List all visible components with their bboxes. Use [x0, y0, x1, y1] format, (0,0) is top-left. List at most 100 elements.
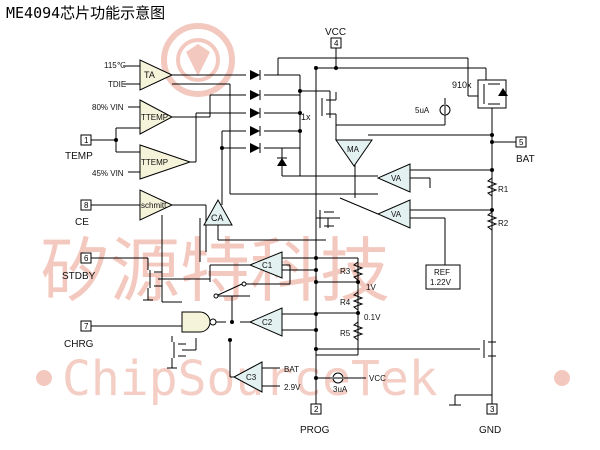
reference-block: REF 1.22V — [425, 264, 461, 290]
stdby-nmos — [143, 270, 162, 301]
label-0-1v: 0.1V — [364, 313, 381, 322]
amp-ca-label: CA — [211, 213, 224, 223]
pin-bat-number: 5 — [519, 138, 524, 147]
ref-label: REF — [434, 268, 450, 277]
pin-temp-label: TEMP — [65, 151, 93, 162]
pin-ce-label: CE — [75, 217, 89, 228]
amp-ttemp-bottom-label: TTEMP — [141, 158, 168, 167]
amp-ma-label: MA — [347, 145, 360, 154]
diode-5 — [250, 143, 261, 153]
amp-ttemp-bottom: TTEMP — [139, 144, 192, 180]
label-5ua: 5uA — [415, 106, 430, 115]
ref-voltage: 1.22V — [430, 278, 452, 287]
label-1x: 1x — [301, 112, 311, 122]
pin-gnd-number: 3 — [490, 405, 495, 414]
amp-ta-label: TA — [144, 70, 155, 80]
pin-bat: 5 BAT — [515, 136, 535, 165]
amp-ca: CA — [203, 198, 233, 226]
label-c3-bat: BAT — [284, 365, 299, 374]
comparator-c2-label: C2 — [262, 318, 273, 327]
resistor-r4 — [352, 291, 364, 311]
pin-vcc-number: 4 — [334, 39, 339, 48]
diode-3 — [250, 108, 261, 118]
amp-va-top-label: VA — [391, 174, 402, 183]
pin-chrg-number: 7 — [84, 322, 89, 331]
pin-prog-number: 2 — [314, 405, 319, 414]
comparator-c1: C1 — [248, 251, 283, 279]
pin-stdby: 6 STDBY — [62, 252, 96, 282]
label-115c: 115℃ — [104, 61, 126, 70]
label-2-9v: 2.9V — [284, 383, 301, 392]
comparator-c3: C3 — [232, 361, 263, 393]
amp-va-top: VA — [376, 163, 411, 193]
amp-va-bottom: VA — [376, 199, 411, 229]
watermark-chinese: 矽源特科技 — [40, 230, 390, 312]
diode-array — [250, 70, 287, 166]
amp-va-bottom-label: VA — [391, 210, 402, 219]
label-r4: R4 — [340, 298, 351, 307]
pin-ce-number: 8 — [84, 201, 89, 210]
pin-temp-number: 1 — [84, 136, 89, 145]
junctions — [114, 66, 494, 380]
amp-ta: TA — [139, 59, 174, 91]
label-r3: R3 — [340, 267, 351, 276]
pin-ce: 8 CE — [75, 199, 92, 228]
comparator-c1-label: C1 — [262, 261, 273, 270]
schmitt-label: schmitt — [141, 201, 167, 210]
label-45-vin: 45% VIN — [92, 169, 124, 178]
page-title: ME4094芯片功能示意图 — [6, 4, 165, 22]
watermark-dot-left — [36, 370, 52, 386]
label-tdie: TDIE — [108, 80, 126, 89]
resistor-r5 — [352, 321, 364, 341]
watermark-dot-right — [554, 370, 570, 386]
watermark: 矽源特科技 ChipSourceTek — [36, 23, 570, 407]
mode-switch — [213, 265, 291, 299]
chrg-nmos — [167, 342, 186, 369]
annotations: 115℃ TDIE 80% VIN 45% VIN 910x 1x 5uA R1… — [92, 61, 509, 394]
amp-ttemp-top-label: TTEMP — [141, 113, 168, 122]
pin-vcc-label: VCC — [325, 27, 346, 38]
amp-ttemp-top: TTEMP — [139, 99, 174, 135]
label-3ua: 3uA — [333, 385, 348, 394]
pin-prog-label: PROG — [300, 425, 330, 436]
resistor-r2 — [486, 211, 498, 231]
comparator-c2: C2 — [248, 307, 283, 337]
pin-vcc: 4 VCC — [325, 27, 346, 49]
diode-4 — [250, 126, 261, 136]
label-910x: 910x — [452, 80, 472, 90]
resistor-r3 — [352, 261, 364, 281]
pin-stdby-label: STDBY — [62, 271, 96, 282]
label-r1: R1 — [498, 185, 509, 194]
diode-6 — [277, 157, 287, 166]
sense-pmos — [321, 92, 337, 125]
comparator-c3-label: C3 — [246, 373, 257, 382]
pin-stdby-number: 6 — [84, 254, 89, 263]
pin-gnd: 3 GND — [479, 403, 501, 436]
diode-2 — [250, 90, 261, 100]
label-1v: 1V — [366, 283, 376, 292]
amp-ma: MA — [335, 139, 373, 167]
power-pmos — [477, 79, 508, 109]
current-source-5ua — [439, 98, 451, 116]
wiring — [91, 48, 516, 410]
mirror-nmos — [319, 210, 334, 228]
pin-gnd-label: GND — [479, 425, 501, 436]
label-80-vin: 80% VIN — [92, 103, 124, 112]
pin-chrg-label: CHRG — [64, 339, 94, 350]
pin-prog: 2 PROG — [300, 403, 330, 436]
resistor-r1 — [486, 177, 498, 197]
pin-temp: 1 TEMP — [65, 134, 93, 162]
watermark-logo — [161, 23, 235, 97]
pin-bat-label: BAT — [516, 154, 535, 165]
schmitt-trigger: schmitt — [139, 189, 174, 221]
label-vcc-source: VCC — [369, 374, 386, 383]
current-source-3ua — [332, 372, 344, 384]
label-r2: R2 — [498, 219, 509, 228]
label-r5: R5 — [340, 329, 351, 338]
output-nmos — [483, 340, 496, 358]
and-gate — [181, 311, 217, 333]
pin-chrg: 7 CHRG — [64, 320, 94, 350]
diode-1 — [250, 70, 261, 80]
